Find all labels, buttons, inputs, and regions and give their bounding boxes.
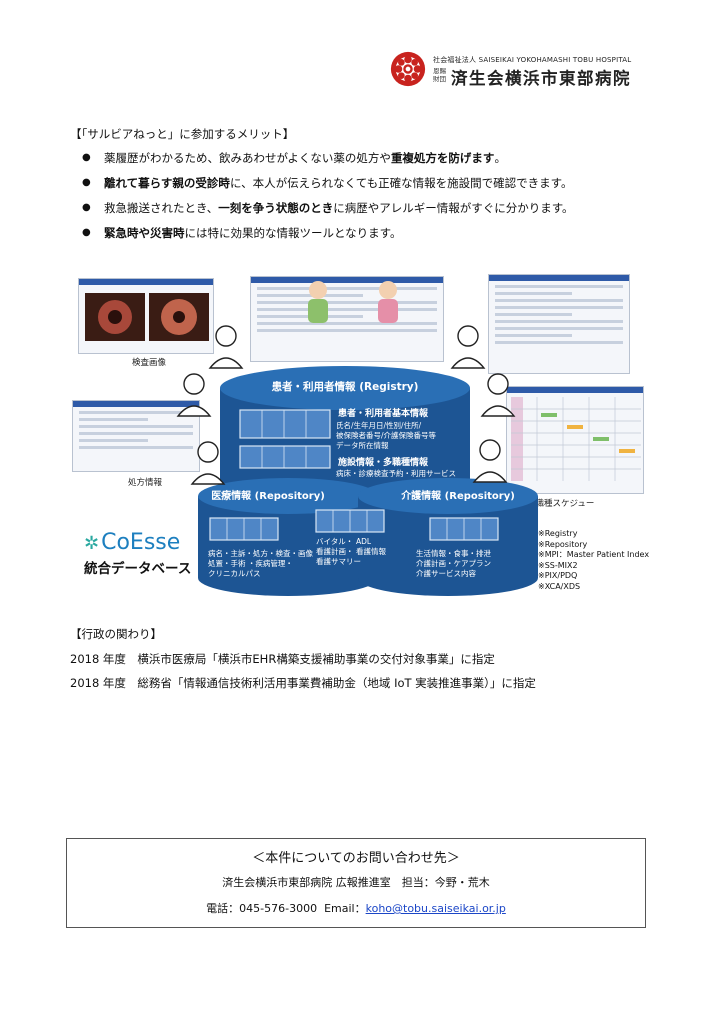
bullet-icon: ● — [82, 202, 91, 213]
coesse-brand: ✲CoEsse 統合データベース — [84, 530, 191, 577]
prescription-caption: 処方情報 — [128, 478, 163, 488]
inspection-image-screenshot — [78, 278, 214, 354]
svg-text:病床・診療検査予約・利用サービス: 病床・診療検査予約・利用サービス — [336, 468, 456, 478]
svg-text:処置・手術 ・疾病管理・: 処置・手術 ・疾病管理・ — [208, 558, 293, 568]
database-cylinders: 患者・利用者情報 (Registry) 患者・利用者基本情報 氏名/生年月日/性… — [176, 281, 538, 596]
contact-phone: 電話：045-576-3000 — [206, 902, 318, 915]
email-label: Email： — [324, 902, 366, 915]
merit-item: ●薬履歴がわかるため、飲みあわせがよくない薬の処方や重複処方を防げます。 — [82, 151, 506, 165]
inspection-caption: 検査画像 — [132, 358, 167, 368]
svg-text:介護情報 (Repository): 介護情報 (Repository) — [400, 489, 515, 502]
bullet-icon: ● — [82, 152, 91, 163]
gov-heading: 【行政の関わり】 — [70, 627, 162, 641]
standards-notes: ※Registry ※Repository ※MPI：Master Patien… — [538, 529, 650, 591]
merit-item: ●緊急時や災害時には特に効果的な情報ツールとなります。 — [82, 226, 402, 240]
svg-text:介護サービス内容: 介護サービス内容 — [416, 568, 476, 578]
contact-box: ＜本件についてのお問い合わせ先＞ 済生会横浜市東部病院 広報推進室 担当：今野・… — [66, 838, 646, 928]
saiseikai-emblem-icon — [390, 51, 426, 87]
coesse-diagram: 検査画像 処方情報 統合多職種スケジュー — [70, 268, 670, 598]
merit-heading: 【「サルビアねっと」に参加するメリット】 — [70, 127, 295, 141]
elderly-patients-icon — [308, 281, 398, 323]
svg-text:患者・利用者基本情報: 患者・利用者基本情報 — [338, 407, 429, 419]
svg-text:氏名/生年月日/性別/住所/: 氏名/生年月日/性別/住所/ — [336, 420, 422, 430]
gov-line: 2018 年度 総務省「情報通信技術利活用事業費補助金（地域 IoT 実装推進事… — [70, 676, 536, 690]
schedule-screenshot — [488, 274, 630, 374]
hospital-name: 済生会横浜市東部病院 — [451, 69, 631, 88]
doctor-icon — [190, 441, 226, 485]
svg-text:看護計画・: 看護計画・ — [316, 546, 354, 556]
svg-text:バイタル・: バイタル・ — [316, 537, 353, 546]
coesse-logo-text: CoEsse — [101, 530, 181, 555]
merit-list: ●薬履歴がわかるため、飲みあわせがよくない薬の処方や重複処方を防げます。 ●離れ… — [82, 150, 574, 250]
doctor-icon — [450, 325, 486, 369]
endoscope-image-icon — [85, 293, 209, 341]
bullet-icon: ● — [82, 177, 91, 188]
prescription-screenshot — [72, 400, 200, 472]
doctor-icon — [176, 373, 212, 417]
hospital-logo: 社会福祉法人 SAISEIKAI YOKOHAMASHI TOBU HOSPIT… — [389, 50, 659, 90]
org-tag: 恩賜財団 — [433, 67, 446, 83]
doctor-icon — [208, 325, 244, 369]
calendar-screenshot — [506, 386, 644, 494]
contact-details: 電話：045-576-3000 Email：koho@tobu.saiseika… — [67, 900, 645, 916]
contact-department: 済生会横浜市東部病院 広報推進室 担当：今野・荒木 — [222, 876, 490, 889]
doctor-icon — [480, 373, 516, 417]
svg-text:看護情報: 看護情報 — [356, 546, 386, 556]
coesse-subtitle: 統合データベース — [84, 561, 192, 577]
svg-text:ADL: ADL — [356, 537, 372, 546]
merit-item: ●救急搬送されたとき、一刻を争う状態のときに病歴やアレルギー情報がすぐに分かりま… — [82, 201, 574, 215]
coesse-star-icon: ✲ — [84, 533, 100, 554]
svg-text:施設情報・多職種情報: 施設情報・多職種情報 — [338, 456, 429, 468]
svg-text:データ所在情報: データ所在情報 — [336, 440, 389, 450]
svg-text:患者・利用者情報 (Registry): 患者・利用者情報 (Registry) — [272, 380, 419, 393]
svg-text:医療情報 (Repository): 医療情報 (Repository) — [211, 489, 325, 502]
merit-item: ●離れて暮らす親の受診時に、本人が伝えられなくても正確な情報を施設間で確認できま… — [82, 176, 573, 190]
org-name-small: 社会福祉法人 SAISEIKAI YOKOHAMASHI TOBU HOSPIT… — [433, 56, 632, 64]
bullet-icon: ● — [82, 227, 91, 238]
svg-text:看護サマリー: 看護サマリー — [316, 556, 361, 566]
gov-line: 2018 年度 横浜市医療局「横浜市EHR構築支援補助事業の交付対象事業」に指定 — [70, 652, 495, 666]
contact-title: ＜本件についてのお問い合わせ先＞ — [252, 851, 460, 866]
svg-text:クリニカルパス: クリニカルパス — [208, 569, 261, 578]
svg-text:介護計画・ケアプラン: 介護計画・ケアプラン — [416, 558, 491, 568]
svg-text:病名・主訴・処方・検査・画像: 病名・主訴・処方・検査・画像 — [208, 548, 313, 558]
email-link[interactable]: koho@tobu.saiseikai.or.jp — [365, 902, 506, 915]
svg-text:生活情報・食事・排泄: 生活情報・食事・排泄 — [416, 548, 491, 558]
doctor-icon — [472, 439, 508, 483]
svg-text:被保険者番号/介護保険番号等: 被保険者番号/介護保険番号等 — [336, 430, 437, 440]
